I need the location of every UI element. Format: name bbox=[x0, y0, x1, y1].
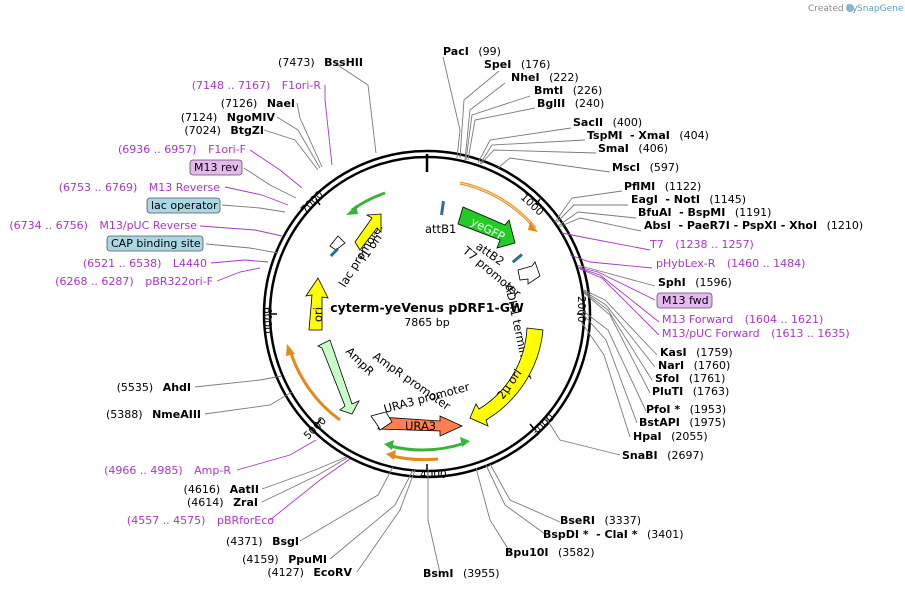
site-bstapi: BstAPI (1975) bbox=[639, 416, 726, 429]
site-ngomiv: (7124) NgoMIV bbox=[181, 111, 276, 124]
feature-f1-ori: f1 ori bbox=[354, 213, 385, 264]
primer-amp-r: (4966 .. 4985) Amp-R bbox=[104, 464, 231, 477]
site-naei: (7126) NaeI bbox=[221, 97, 295, 110]
lac-operator-box: lac operator bbox=[146, 197, 221, 214]
svg-text:attB1: attB1 bbox=[425, 222, 456, 236]
plasmid-length: 7865 bp bbox=[404, 316, 449, 329]
svg-text:6000: 6000 bbox=[261, 307, 273, 334]
primer-f1ori-r: (7148 .. 7167) F1ori-R bbox=[192, 79, 322, 92]
svg-text:lac operator: lac operator bbox=[151, 199, 218, 212]
primer-m13-puc-forward: M13/pUC Forward (1613 .. 1635) bbox=[662, 327, 850, 340]
site-bmti: BmtI (226) bbox=[534, 84, 602, 97]
leader-lines bbox=[194, 56, 660, 574]
primer-m13-forward: M13 Forward (1604 .. 1621) bbox=[662, 313, 823, 326]
svg-text:URA3: URA3 bbox=[405, 419, 436, 433]
tick-7000: 7000 bbox=[299, 189, 326, 216]
site-pfoi: PfoI * (1953) bbox=[646, 403, 726, 416]
brand-text: SnapGene bbox=[857, 4, 904, 14]
site-bfuai: BfuAI - BspMI (1191) bbox=[638, 206, 771, 219]
tick-6000: 6000 bbox=[261, 307, 277, 334]
site-sacii: SacII (400) bbox=[573, 116, 642, 129]
site-msci: MscI (597) bbox=[612, 161, 679, 174]
primer-t7: T7 (1238 .. 1257) bbox=[649, 238, 754, 251]
snapgene-logo-icon bbox=[846, 4, 854, 12]
site-bsgi: (4371) BsgI bbox=[226, 535, 299, 548]
tick-4000: 4000 bbox=[420, 464, 447, 481]
site-labels: PacI (99) SpeI (176) NheI (222) BmtI (22… bbox=[9, 45, 863, 580]
site-snabi: SnaBI (2697) bbox=[622, 449, 704, 462]
site-bglii: BglII (240) bbox=[537, 97, 604, 110]
svg-text:M13 fwd: M13 fwd bbox=[662, 294, 709, 307]
site-pflmi: PflMI (1122) bbox=[624, 180, 701, 193]
primer-phyblex-r: pHybLex-R (1460 .. 1484) bbox=[656, 257, 805, 270]
svg-text:7000: 7000 bbox=[299, 189, 326, 216]
orf-arcs bbox=[286, 181, 538, 462]
feature-attb1: attB1 bbox=[425, 200, 456, 236]
feature-ampr: AmpR bbox=[317, 339, 377, 415]
tick-5000: 5000 bbox=[302, 415, 329, 442]
cap-binding-site-box: CAP binding site bbox=[106, 235, 204, 252]
svg-text:CAP binding site: CAP binding site bbox=[111, 237, 201, 250]
site-zrai: (4614) ZraI bbox=[187, 496, 258, 509]
primer-pbrforeco: (4557 .. 4575) pBRforEco bbox=[127, 514, 274, 527]
primer-pbr322ori-f: (6268 .. 6287) pBR322ori-F bbox=[55, 275, 213, 288]
site-sphi: SphI (1596) bbox=[658, 276, 732, 289]
site-tspmi: TspMI - XmaI (404) bbox=[587, 129, 709, 142]
site-sfoi: SfoI (1761) bbox=[655, 372, 725, 385]
site-bseri: BseRI (3337) bbox=[560, 514, 641, 527]
site-hpai: HpaI (2055) bbox=[633, 430, 708, 443]
svg-text:M13 rev: M13 rev bbox=[194, 161, 239, 174]
primer-m13-fwd-box: M13 fwd bbox=[656, 292, 713, 309]
site-btgzi: (7024) BtgZI bbox=[184, 124, 264, 137]
primer-m13-puc-reverse: (6734 .. 6756) M13/pUC Reverse bbox=[9, 219, 197, 232]
site-bsmi: BsmI (3955) bbox=[423, 567, 500, 580]
site-absi: AbsI - PaeR7I - PspXI - XhoI (1210) bbox=[644, 219, 863, 232]
site-bsshii: (7473) BssHII bbox=[278, 56, 363, 69]
plasmid-name: cyterm-yeVenus pDRF1-GW bbox=[330, 300, 524, 315]
site-pluti: PluTI (1763) bbox=[652, 385, 729, 398]
primer-l4440: (6521 .. 6538) L4440 bbox=[83, 257, 207, 270]
site-bspdi: BspDI * - ClaI * (3401) bbox=[543, 528, 684, 541]
tick-2000: 2000 bbox=[575, 296, 587, 323]
feature-ori: ori bbox=[305, 277, 329, 331]
site-spei: SpeI (176) bbox=[484, 58, 550, 71]
site-kasi: KasI (1759) bbox=[660, 346, 733, 359]
svg-text:5000: 5000 bbox=[302, 415, 329, 442]
svg-text:4000: 4000 bbox=[420, 469, 447, 481]
site-ecorv: (4127) EcoRV bbox=[267, 566, 352, 579]
primer-m13-reverse: (6753 .. 6769) M13 Reverse bbox=[59, 181, 220, 194]
site-nari: NarI (1760) bbox=[658, 359, 730, 372]
site-ahdi: (5535) AhdI bbox=[117, 381, 191, 394]
site-smai: SmaI (406) bbox=[598, 142, 668, 155]
site-nhei: NheI (222) bbox=[511, 71, 579, 84]
feature-ura3: URA3 bbox=[377, 415, 463, 437]
site-bpu10i: Bpu10I (3582) bbox=[505, 546, 595, 559]
site-eagi: EagI - NotI (1145) bbox=[631, 193, 746, 206]
site-ppumi: (4159) PpuMI bbox=[242, 553, 327, 566]
primer-f1ori-f: (6936 .. 6957) F1ori-F bbox=[118, 143, 246, 156]
site-paci: PacI (99) bbox=[443, 45, 501, 58]
svg-text:ori: ori bbox=[311, 307, 325, 322]
feature-lac-operator-mark bbox=[329, 247, 339, 257]
site-aatii: (4616) AatII bbox=[184, 483, 259, 496]
site-nmeaiii: (5388) NmeAIII bbox=[106, 408, 201, 421]
m13-rev-box: M13 rev bbox=[189, 159, 243, 176]
credit-text: Created by bbox=[808, 4, 858, 14]
svg-text:2000: 2000 bbox=[575, 296, 587, 323]
